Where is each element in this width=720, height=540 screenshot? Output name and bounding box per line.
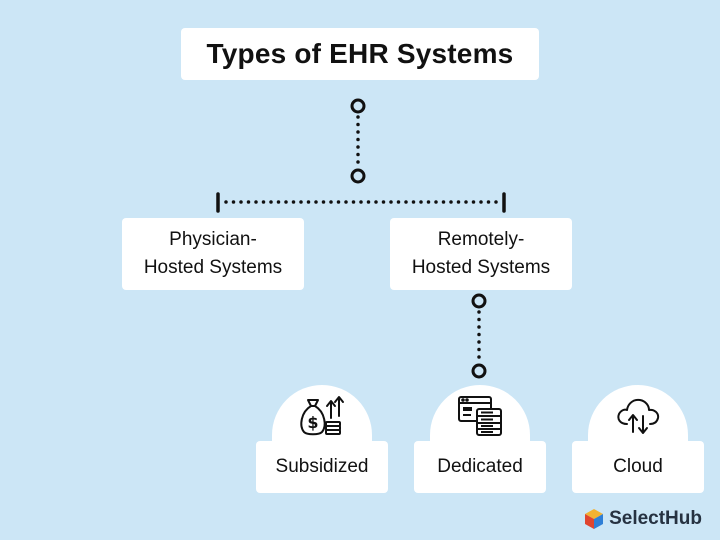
cloud-sync-icon [617, 398, 660, 434]
category-label: Remotely- Hosted Systems [411, 229, 551, 278]
connector-node-dedicated [471, 363, 487, 379]
subtype-subsidized: Subsidized [256, 441, 388, 493]
diagram-title: Types of EHR Systems [206, 38, 514, 69]
connector-node-remote [471, 293, 487, 309]
brand-name: SelectHub [609, 508, 702, 529]
connector-node-mid [350, 168, 366, 184]
subtype-label: Cloud [613, 456, 663, 477]
subtype-dedicated: Dedicated [414, 441, 546, 493]
subtype-label: Dedicated [437, 456, 523, 477]
diagram-title-box: Types of EHR Systems [181, 28, 539, 80]
category-label: Physician- Hosted Systems [143, 229, 283, 278]
server-icon [458, 396, 502, 436]
category-remotely-hosted: Remotely- Hosted Systems [390, 218, 572, 290]
selecthub-logo-icon [585, 509, 604, 529]
connector-node-top [350, 98, 366, 114]
brand-logo: SelectHub [584, 508, 702, 530]
svg-text:$: $ [307, 413, 318, 432]
subtype-cloud: Cloud [572, 441, 704, 493]
category-physician-hosted: Physician- Hosted Systems [122, 218, 304, 290]
subtype-label: Subsidized [275, 456, 369, 477]
money-bag-icon: $ [300, 396, 344, 436]
